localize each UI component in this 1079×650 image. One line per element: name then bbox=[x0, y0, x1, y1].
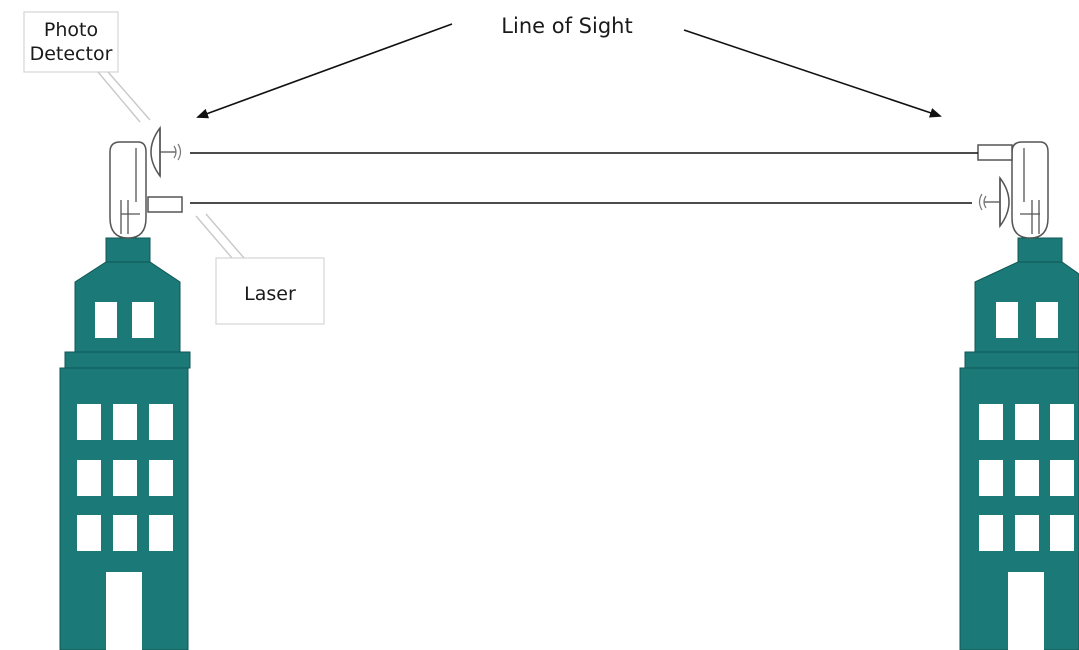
right-building bbox=[959, 237, 1079, 650]
window bbox=[996, 302, 1018, 338]
window bbox=[113, 460, 137, 496]
window bbox=[1015, 515, 1039, 551]
window bbox=[149, 404, 173, 440]
photo-detector-callout: Photo Detector bbox=[23, 11, 151, 123]
left-building bbox=[59, 237, 191, 650]
right-laser-emitter bbox=[977, 144, 1013, 161]
window bbox=[113, 515, 137, 551]
window bbox=[149, 460, 173, 496]
right-photo-detector-dish bbox=[999, 175, 1010, 229]
line-of-sight-arrow-right bbox=[683, 29, 942, 118]
window bbox=[77, 515, 101, 551]
window bbox=[1050, 515, 1074, 551]
line-of-sight-label: Line of Sight bbox=[501, 14, 632, 38]
right-building-windows bbox=[979, 404, 1074, 551]
window bbox=[979, 404, 1003, 440]
left-photo-detector-dish bbox=[150, 125, 161, 179]
laser-label: Laser bbox=[244, 283, 296, 305]
right-transceiver bbox=[977, 141, 1049, 239]
left-building-windows bbox=[77, 404, 173, 551]
line-of-sight-arrow-left bbox=[196, 23, 453, 119]
window bbox=[77, 404, 101, 440]
photo-detector-label-line1: Photo bbox=[44, 19, 98, 41]
right-transceiver-housing bbox=[1011, 141, 1049, 239]
left-transceiver bbox=[109, 125, 183, 239]
window bbox=[1036, 302, 1058, 338]
photo-detector-label-line2: Detector bbox=[30, 43, 113, 65]
window bbox=[149, 515, 173, 551]
window bbox=[113, 404, 137, 440]
window bbox=[1050, 460, 1074, 496]
window bbox=[1015, 460, 1039, 496]
window bbox=[77, 460, 101, 496]
window bbox=[979, 460, 1003, 496]
window bbox=[1050, 404, 1074, 440]
left-laser-emitter bbox=[147, 196, 183, 213]
left-building-upper-tower bbox=[64, 237, 191, 369]
window bbox=[132, 302, 154, 338]
window bbox=[1015, 404, 1039, 440]
right-building-door bbox=[1008, 572, 1044, 650]
laser-callout: Laser bbox=[195, 213, 325, 325]
left-building-door bbox=[106, 572, 142, 650]
window bbox=[979, 515, 1003, 551]
window bbox=[95, 302, 117, 338]
